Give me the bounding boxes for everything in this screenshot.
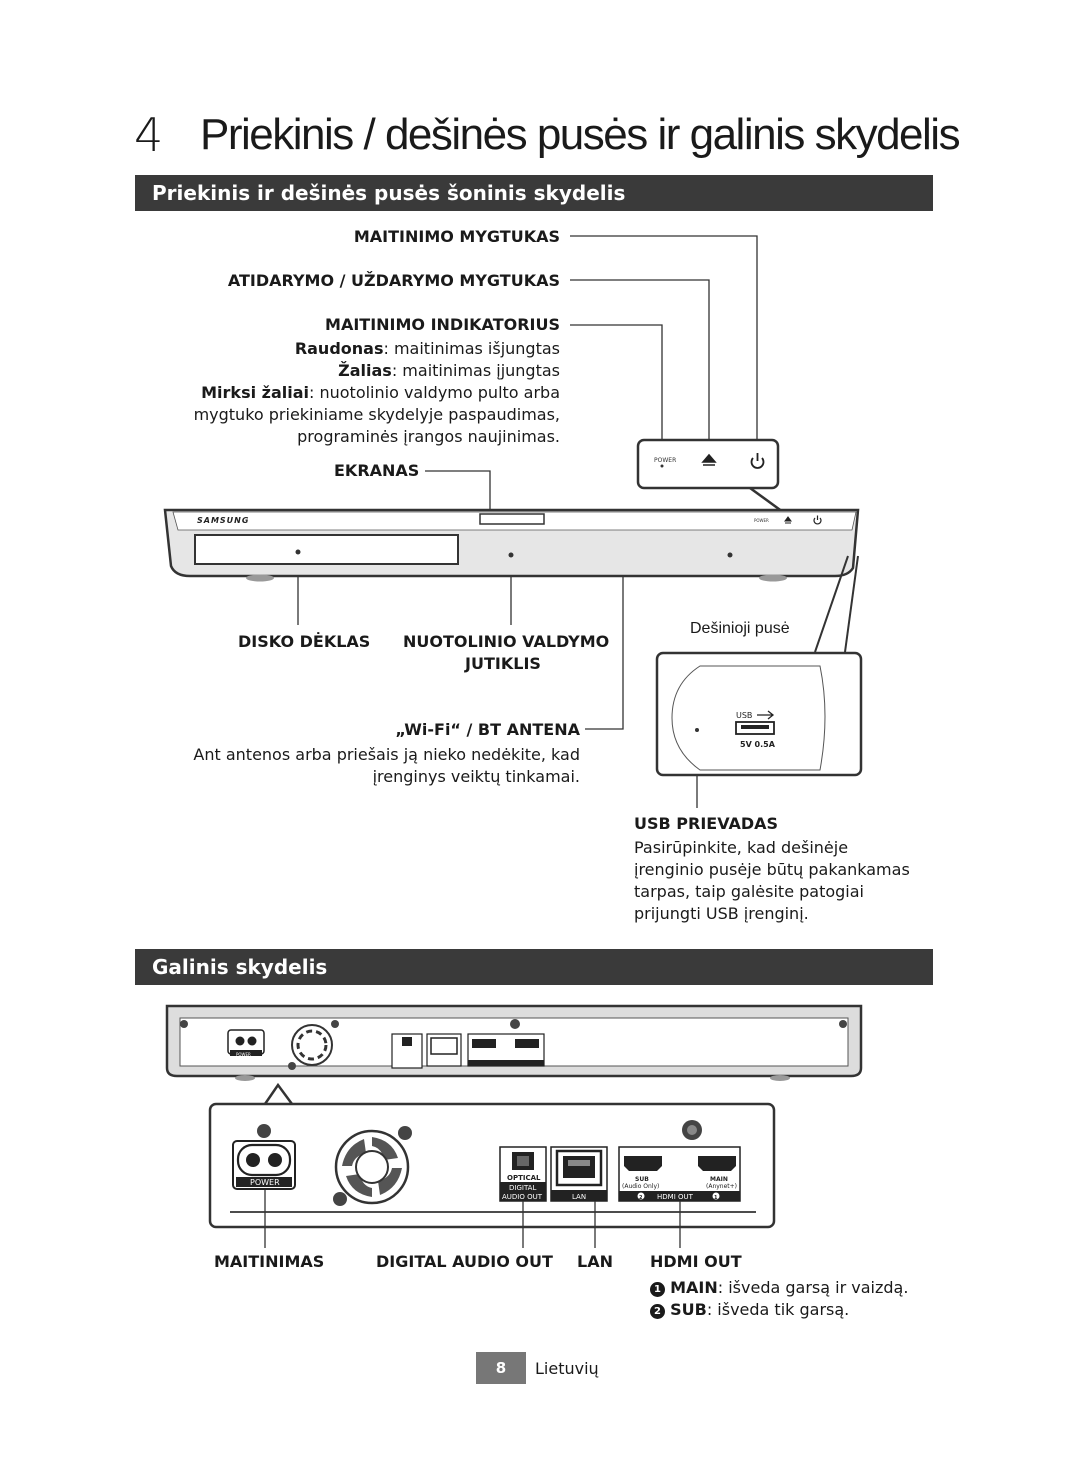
hdmi-sub-note: 2 SUB: išveda tik garsą. [650, 1299, 849, 1321]
label-wifi-antenna: „Wi-Fi“ / BT ANTENA [395, 720, 580, 739]
indicator-desc-blink: Mirksi žaliai: nuotolinio valdymo pulto … [201, 382, 560, 404]
page-language: Lietuvių [535, 1359, 599, 1378]
brand-logo: SAMSUNG [197, 516, 249, 525]
digital-mark: DIGITAL [509, 1184, 536, 1192]
leader-power-indicator [570, 324, 663, 445]
player-rear-body: POWER [165, 1004, 863, 1081]
display-window [479, 513, 545, 525]
optical-port: OPTICAL DIGITAL AUDIO OUT [499, 1146, 547, 1202]
label-eject-button: ATIDARYMO / UŽDARYMO MYGTUKAS [227, 271, 560, 290]
leader-display [425, 470, 491, 515]
usb-desc-line4: prijungti USB įrenginį. [634, 904, 809, 923]
antenna-desc-line2: įrenginys veiktų tinkamai. [372, 767, 580, 786]
label-remote-sensor-2: JUTIKLIS [465, 654, 541, 673]
sub-mark: SUB [635, 1176, 649, 1183]
page-number: 8 [476, 1352, 526, 1384]
indicator-red-term: Raudonas [294, 339, 384, 358]
usb-desc-line1: Pasirūpinkite, kad dešinėje [634, 838, 849, 857]
number-badge-1: 1 [650, 1282, 665, 1297]
controls-zoom-callout: POWER [636, 438, 784, 514]
hdmi-out-mark: HDMI OUT [657, 1193, 694, 1201]
indicator-green-text: : maitinimas įjungtas [391, 361, 560, 380]
hdmi-main-number: 1 [714, 1195, 718, 1201]
power-icon [813, 515, 822, 525]
label-usb-port: USB PRIEVADAS [634, 814, 779, 833]
label-digital-audio-out: DIGITAL AUDIO OUT [376, 1252, 553, 1271]
hdmi-ports: SUB (Audio Only) MAIN (Anynet+) 2 HDMI O… [618, 1146, 741, 1202]
right-side-callout: USB 5V 0.5A [655, 555, 863, 777]
eject-icon [701, 453, 717, 466]
fan-icon [334, 1129, 410, 1205]
usb-icon [757, 710, 775, 720]
audio-only-mark: (Audio Only) [622, 1183, 659, 1190]
label-power: MAITINIMAS [214, 1252, 325, 1271]
zoom-power-mark: POWER [250, 1178, 280, 1187]
hdmi-main-text: : išveda garsą ir vaizdą. [717, 1278, 909, 1297]
lan-mark: LAN [572, 1193, 586, 1201]
usb-rating: 5V 0.5A [740, 740, 776, 749]
rear-zoom-panel: POWER OPTICAL DIGITAL AUDIO OUT [208, 1102, 776, 1229]
usb-mark: USB [736, 711, 752, 720]
indicator-desc-green: Žalias: maitinimas įjungtas [338, 360, 560, 382]
indicator-desc-line5: programinės įrangos naujinimas. [297, 427, 560, 446]
label-hdmi-out: HDMI OUT [650, 1252, 742, 1271]
label-display: EKRANAS [334, 461, 420, 480]
leader-power-button [570, 235, 758, 445]
usb-desc-line3: tarpas, taip galėsite patogiai [634, 882, 864, 901]
antenna-desc-line1: Ant antenos arba priešais ją nieko nedėk… [193, 745, 580, 764]
hdmi-sub-number: 2 [639, 1195, 643, 1201]
indicator-red-text: : maitinimas išjungtas [383, 339, 560, 358]
main-mark: MAIN [710, 1176, 728, 1183]
label-lan: LAN [577, 1252, 613, 1271]
indicator-blink-term: Mirksi žaliai [201, 383, 309, 402]
chapter-number: 4 [134, 108, 164, 162]
optical-mark: OPTICAL [507, 1174, 541, 1182]
indicator-desc-line4: mygtuko priekiniame skydelyje paspaudima… [193, 405, 560, 424]
indicator-blink-text: : nuotolinio valdymo pulto arba [309, 383, 560, 402]
section-heading-rear: Galinis skydelis [135, 949, 933, 985]
leader-eject-button [570, 279, 710, 445]
label-disc-tray: DISKO DĖKLAS [238, 632, 371, 651]
callout-power-small: POWER [654, 457, 676, 464]
device-power-small: POWER [754, 518, 769, 523]
anynet-mark: (Anynet+) [706, 1183, 737, 1190]
number-badge-2: 2 [650, 1304, 665, 1319]
zoom-pointer [263, 1082, 294, 1105]
label-power-indicator: MAITINIMO INDIKATORIUS [325, 315, 560, 334]
usb-desc-line2: įrenginio pusėje būtų pakankamas [634, 860, 910, 879]
section-heading-front: Priekinis ir dešinės pusės šoninis skyde… [135, 175, 933, 211]
hdmi-sub-text: : išveda tik garsą. [706, 1300, 850, 1319]
power-icon [750, 453, 765, 469]
indicator-desc-red: Raudonas: maitinimas išjungtas [295, 338, 560, 360]
indicator-green-term: Žalias [338, 361, 392, 380]
player-front-body: SAMSUNG POWER [163, 508, 860, 582]
chapter-title: Priekinis / dešinės pusės ir galinis sky… [200, 110, 961, 159]
hdmi-sub-term: SUB [670, 1300, 707, 1319]
hdmi-main-note: 1 MAIN: išveda garsą ir vaizdą. [650, 1277, 908, 1299]
hdmi-main-term: MAIN [670, 1278, 718, 1297]
power-socket: POWER [232, 1140, 296, 1190]
audio-out-mark: AUDIO OUT [502, 1193, 543, 1201]
label-right-side: Dešinioji pusė [690, 620, 790, 637]
small-power-mark: POWER [236, 1052, 251, 1057]
eject-icon [784, 516, 792, 524]
label-power-button: MAITINIMO MYGTUKAS [353, 227, 560, 246]
lan-port: LAN [550, 1146, 608, 1202]
label-remote-sensor-1: NUOTOLINIO VALDYMO [403, 632, 610, 651]
